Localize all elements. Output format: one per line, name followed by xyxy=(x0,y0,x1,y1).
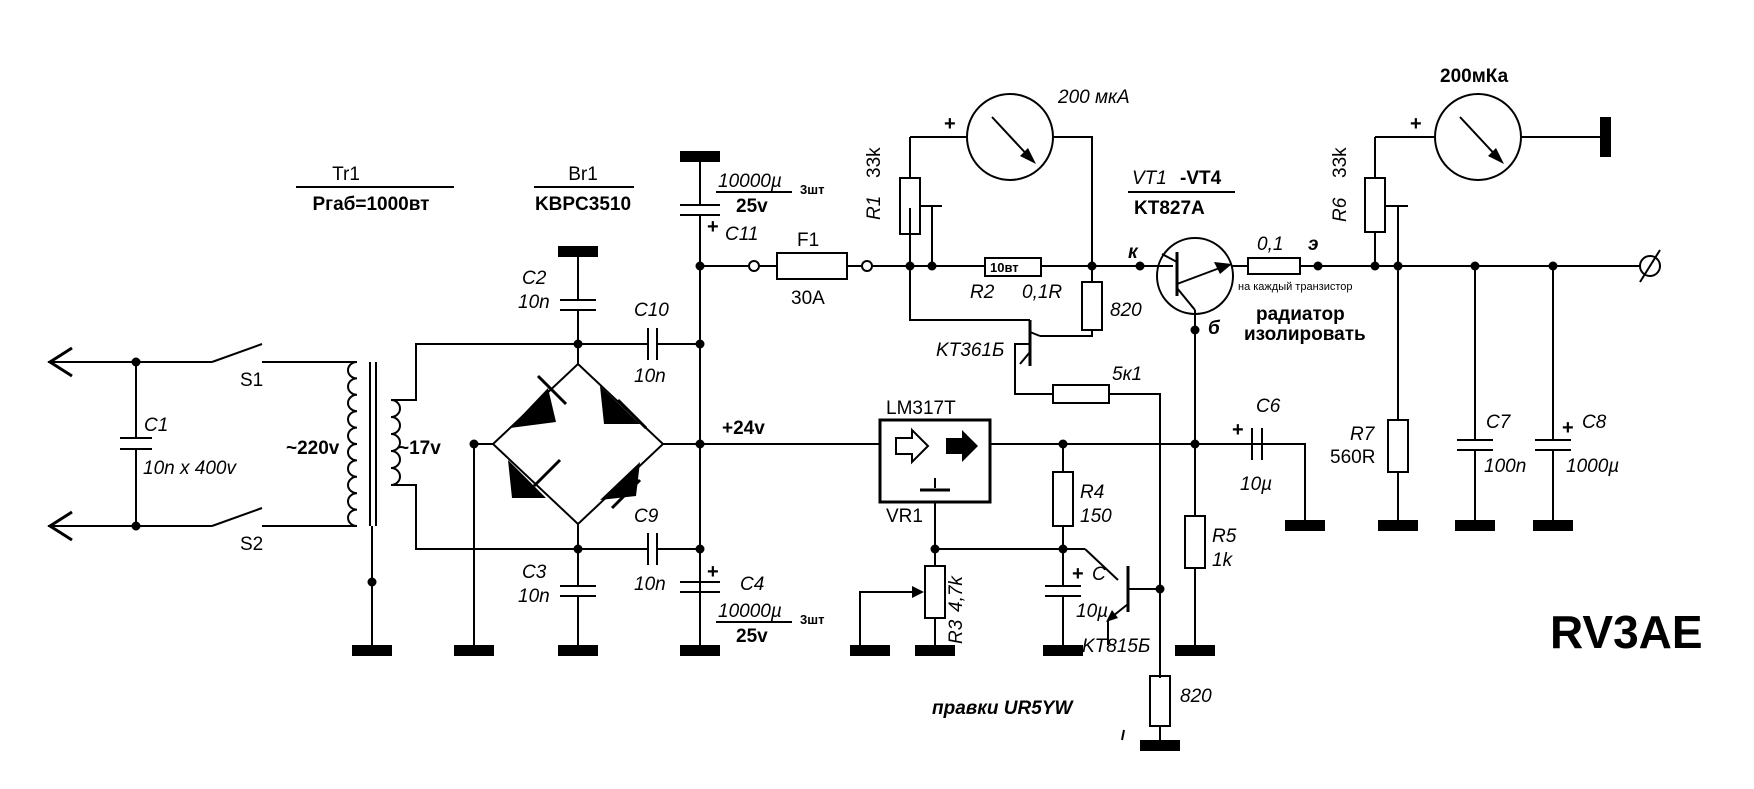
r820-bottom-value: 820 xyxy=(1180,686,1212,707)
c7-value: 100n xyxy=(1484,456,1526,477)
c4-label: C4 xyxy=(740,574,764,595)
c8-label: C8 xyxy=(1582,412,1607,433)
c10-value: 10n xyxy=(634,366,666,387)
r820-top-value: 820 xyxy=(1110,300,1142,321)
meter2-label: 200мКа xyxy=(1440,66,1509,87)
c2-label: C2 xyxy=(522,268,547,289)
kt815-label: KT815Б xyxy=(1082,636,1150,657)
r5k1-value: 5к1 xyxy=(1112,364,1142,385)
r6-label: R6 xyxy=(1330,197,1351,222)
svg-text:+: + xyxy=(1562,417,1574,439)
r2-power: 10вт xyxy=(990,260,1019,275)
c2-value: 10n xyxy=(518,292,550,313)
svg-text:+: + xyxy=(1072,563,1084,585)
c7-label: C7 xyxy=(1486,412,1512,433)
current-sense: R1 33k + 200 мкА 10вт R2 0,1R 820 xyxy=(864,87,1142,337)
r6-value: 33k xyxy=(1330,147,1351,178)
svg-text:+: + xyxy=(1410,113,1422,135)
c4-qty: 3шт xyxy=(800,612,824,627)
c11-value: 10000µ xyxy=(718,171,782,192)
v24-label: +24v xyxy=(722,418,765,439)
r5-value: 1k xyxy=(1212,550,1234,571)
svg-text:+: + xyxy=(944,113,956,135)
c6-label: C6 xyxy=(1256,396,1281,417)
mains-input: C1 10n x 400v S1 S2 xyxy=(47,343,320,555)
r4-value: 150 xyxy=(1080,506,1112,527)
transistor-kt361: KT361Б 5к1 xyxy=(909,266,1161,678)
r7-label: R7 xyxy=(1350,424,1376,445)
r1-value: 33k xyxy=(864,147,885,178)
c4-volt: 25v xyxy=(736,626,768,647)
re-note: на каждый транзистор xyxy=(1238,281,1353,293)
c1-label: C1 xyxy=(144,415,168,436)
edits-label: правки UR5YW xyxy=(932,698,1074,719)
vt-name: VT1 xyxy=(1132,168,1167,189)
vr1-label: VR1 xyxy=(886,506,923,527)
bus-24v: + 10000µ 3шт 25v C11 +24v + C4 10000µ 3ш… xyxy=(663,151,880,656)
output-section: R6 33k + 200мКа R7 560R C7 100n + C8 100 xyxy=(1318,66,1661,531)
s1-label: S1 xyxy=(240,370,263,391)
c3-value: 10n xyxy=(518,586,550,607)
pin-e: э xyxy=(1308,234,1318,255)
r4-label: R4 xyxy=(1080,482,1104,503)
c4-value: 10000µ xyxy=(718,601,782,622)
transformer-tr1: ~220v ~17v Tr1 Pгаб=1000вт xyxy=(286,164,615,656)
c9-value: 10n xyxy=(634,574,666,595)
output-driver: R5 1k + C6 10µ xyxy=(1175,396,1325,656)
r5-label: R5 xyxy=(1212,526,1237,547)
power-transistors: к б VT1 -VT4 KT827A 0,1 э на каждый тран… xyxy=(1128,168,1366,444)
re-value: 0,1 xyxy=(1257,234,1283,255)
tr1-name: Tr1 xyxy=(332,164,360,185)
snubber-caps: C10 10n C9 10n xyxy=(615,300,700,595)
c1-value: 10n x 400v xyxy=(143,458,237,479)
pin-b: б xyxy=(1208,318,1221,339)
c11-qty: 3шт xyxy=(800,182,824,197)
tr1-power: Pгаб=1000вт xyxy=(313,194,430,215)
c3-label: C3 xyxy=(522,562,547,583)
callsign-label: RV3AE xyxy=(1550,606,1703,658)
f1-value: 30A xyxy=(791,288,825,309)
vt-range: -VT4 xyxy=(1180,168,1222,189)
radiator-line1: радиатор xyxy=(1256,304,1345,325)
bridge-br1: Br1 KBPC3510 C2 10n C3 10 xyxy=(454,164,665,656)
vt-type: KT827A xyxy=(1134,198,1205,219)
c-label: C xyxy=(1092,564,1106,585)
f1-label: F1 xyxy=(797,230,819,251)
radiator-line2: изолировать xyxy=(1244,324,1366,345)
br1-name: Br1 xyxy=(568,164,598,185)
lm317-label: LM317T xyxy=(886,398,956,419)
c6-value: 10µ xyxy=(1240,474,1272,495)
adjust-network: R4 150 R3 4,7k + C 10µ KT815Б 820 xyxy=(850,444,1212,751)
svg-text:+: + xyxy=(707,216,719,238)
r7-value: 560R xyxy=(1330,447,1375,468)
r1-label: R1 xyxy=(864,196,885,220)
r2-label: R2 xyxy=(970,282,995,303)
br1-type: KBPC3510 xyxy=(535,194,631,215)
c9-label: C9 xyxy=(634,506,659,527)
meter1-label: 200 мкА xyxy=(1057,87,1130,108)
c10-label: C10 xyxy=(634,300,669,321)
v220-label: ~220v xyxy=(286,438,340,459)
pin-k: к xyxy=(1128,242,1139,263)
svg-text:+: + xyxy=(707,561,719,583)
c11-label: C11 xyxy=(725,224,758,245)
v17-label: ~17v xyxy=(398,438,441,459)
r2-value: 0,1R xyxy=(1022,282,1062,303)
kt361-label: KT361Б xyxy=(936,340,1004,361)
c8-value: 1000µ xyxy=(1566,456,1619,477)
c-value: 10µ xyxy=(1076,601,1108,622)
r3-value: 4,7k xyxy=(946,575,967,612)
c11-volt: 25v xyxy=(736,196,768,217)
r3-label: R3 xyxy=(946,619,967,644)
s2-label: S2 xyxy=(240,534,263,555)
svg-text:+: + xyxy=(1232,419,1244,441)
